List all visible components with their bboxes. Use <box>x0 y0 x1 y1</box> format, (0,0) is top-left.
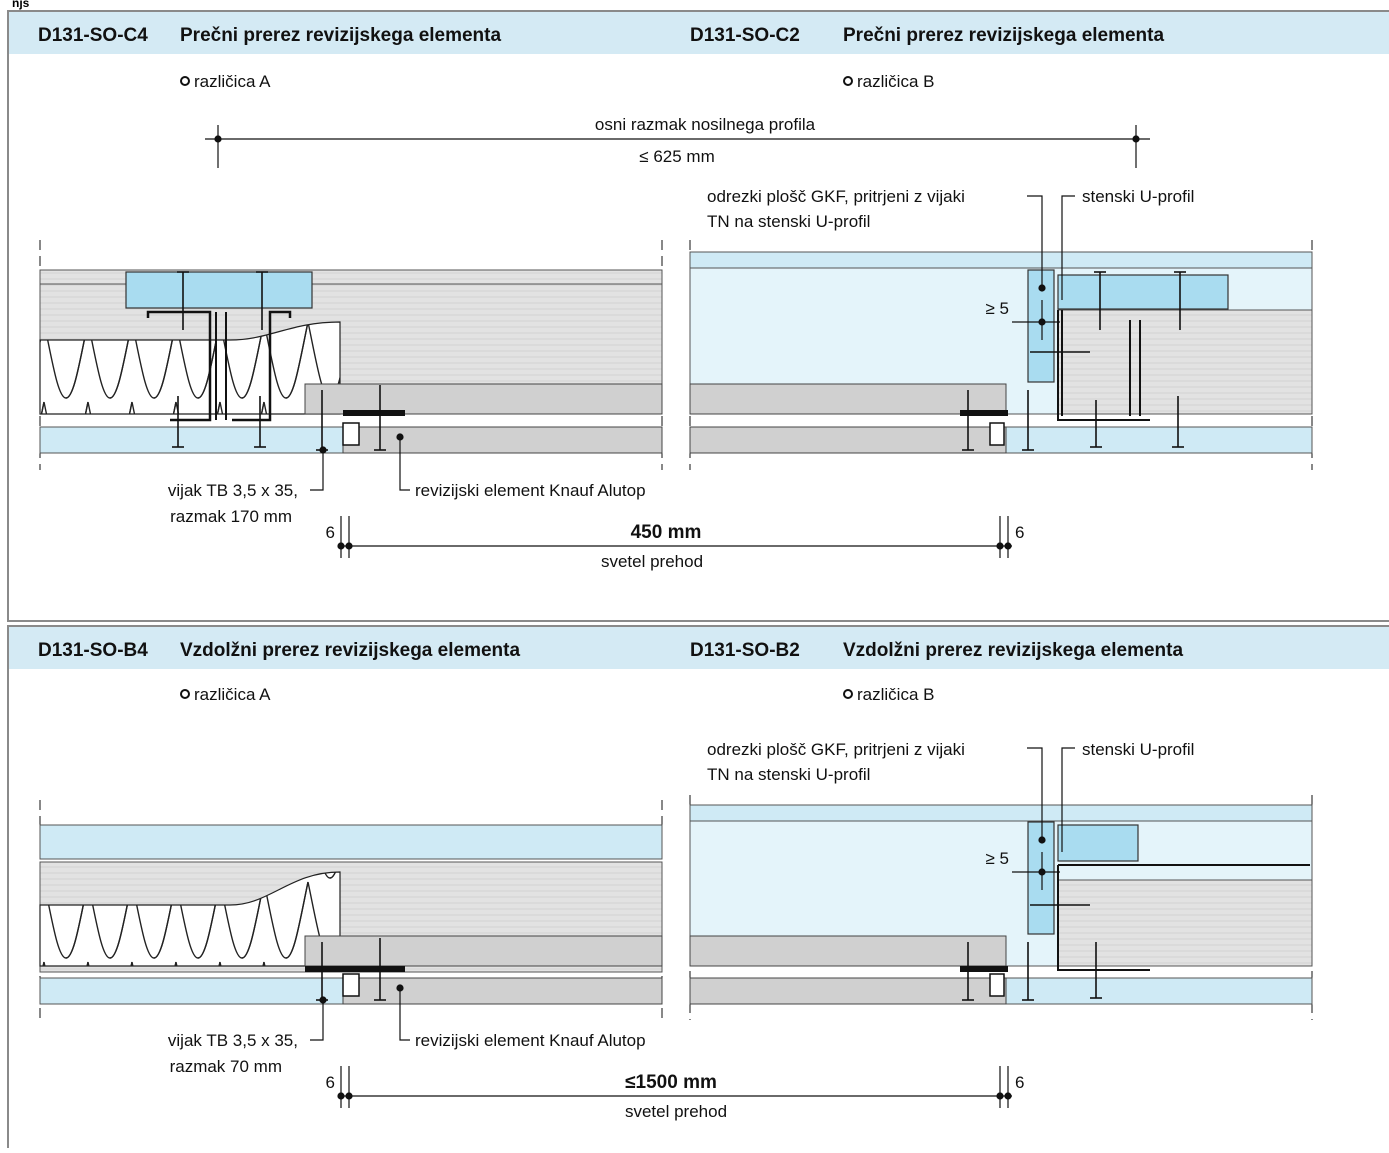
section-c4-drawing <box>39 240 663 470</box>
element-label-b4: revizijski element Knauf Alutop <box>415 1031 646 1050</box>
axis-spacing-value: ≤ 625 mm <box>639 147 714 166</box>
screw-icon <box>962 271 1186 451</box>
clear-opening-dimension-bottom <box>337 1066 1012 1108</box>
min-dim-b2: ≥ 5 <box>985 849 1009 868</box>
variant-label-c4: različica A <box>194 72 271 91</box>
clear-opening-value-bottom: ≤1500 mm <box>625 1072 717 1093</box>
screw-icon <box>962 904 1102 1001</box>
axis-spacing-dimension <box>205 125 1150 168</box>
panel-title-b2: Vzdolžni prerez revizijskega elementa <box>843 640 1183 661</box>
min-dim-c2: ≥ 5 <box>985 299 1009 318</box>
section-b4-drawing <box>39 800 663 1020</box>
element-label-c4: revizijski element Knauf Alutop <box>415 481 646 500</box>
panel-code-c4: D131-SO-C4 <box>38 25 148 46</box>
screw-label-line-2-b4: razmak 70 mm <box>170 1057 282 1076</box>
board-note-line-1-c2: odrezki plošč GKF, pritrjeni z vijaki <box>707 187 965 206</box>
gap-left-bottom: 6 <box>326 1073 335 1092</box>
screw-icon <box>172 271 386 451</box>
clear-opening-label-bottom: svetel prehod <box>625 1102 727 1121</box>
variant-label-c2: različica B <box>857 72 934 91</box>
screw-label-line-1-c4: vijak TB 3,5 x 35, <box>168 481 298 500</box>
profile-label-b2: stenski U-profil <box>1082 740 1194 759</box>
top-strip-text: njs <box>12 0 30 10</box>
header-bar-bottom <box>9 627 1389 669</box>
top-strip: njs <box>0 0 1389 10</box>
variant-label-b4: različica A <box>194 685 271 704</box>
section-c2-drawing <box>689 240 1313 470</box>
screw-label-line-1-b4: vijak TB 3,5 x 35, <box>168 1031 298 1050</box>
section-b2-drawing <box>689 795 1313 1020</box>
panel-code-b2: D131-SO-B2 <box>690 640 800 661</box>
header-bar-top <box>9 12 1389 54</box>
board-note-line-2-c2: TN na stenski U-profil <box>707 212 870 231</box>
variant-bullets: različica A različica B različica A razl… <box>180 72 934 704</box>
board-note-line-1-b2: odrezki plošč GKF, pritrjeni z vijaki <box>707 740 965 759</box>
gap-left-top: 6 <box>326 523 335 542</box>
c2-leader-lines <box>1012 195 1075 340</box>
screw-label-line-2-c4: razmak 170 mm <box>170 507 292 526</box>
clear-opening-label-top: svetel prehod <box>601 552 703 571</box>
variant-label-b2: različica B <box>857 685 934 704</box>
panel-title-c4: Prečni prerez revizijskega elementa <box>180 25 501 46</box>
panel-title-c2: Prečni prerez revizijskega elementa <box>843 25 1164 46</box>
panel-title-b4: Vzdolžni prerez revizijskega elementa <box>180 640 520 661</box>
panel-code-c2: D131-SO-C2 <box>690 25 800 46</box>
gap-right-bottom: 6 <box>1015 1073 1024 1092</box>
axis-spacing-label: osni razmak nosilnega profila <box>595 115 816 134</box>
board-note-line-2-b2: TN na stenski U-profil <box>707 765 870 784</box>
panel-code-b4: D131-SO-B4 <box>38 640 148 661</box>
profile-label-c2: stenski U-profil <box>1082 187 1194 206</box>
c4-leader-lines <box>310 433 410 491</box>
b2-leader-lines <box>1012 747 1075 890</box>
b4-leader-lines <box>310 984 410 1041</box>
gap-right-top: 6 <box>1015 523 1024 542</box>
clear-opening-value-top: 450 mm <box>631 522 702 543</box>
clear-opening-dimension-top <box>337 516 1012 558</box>
